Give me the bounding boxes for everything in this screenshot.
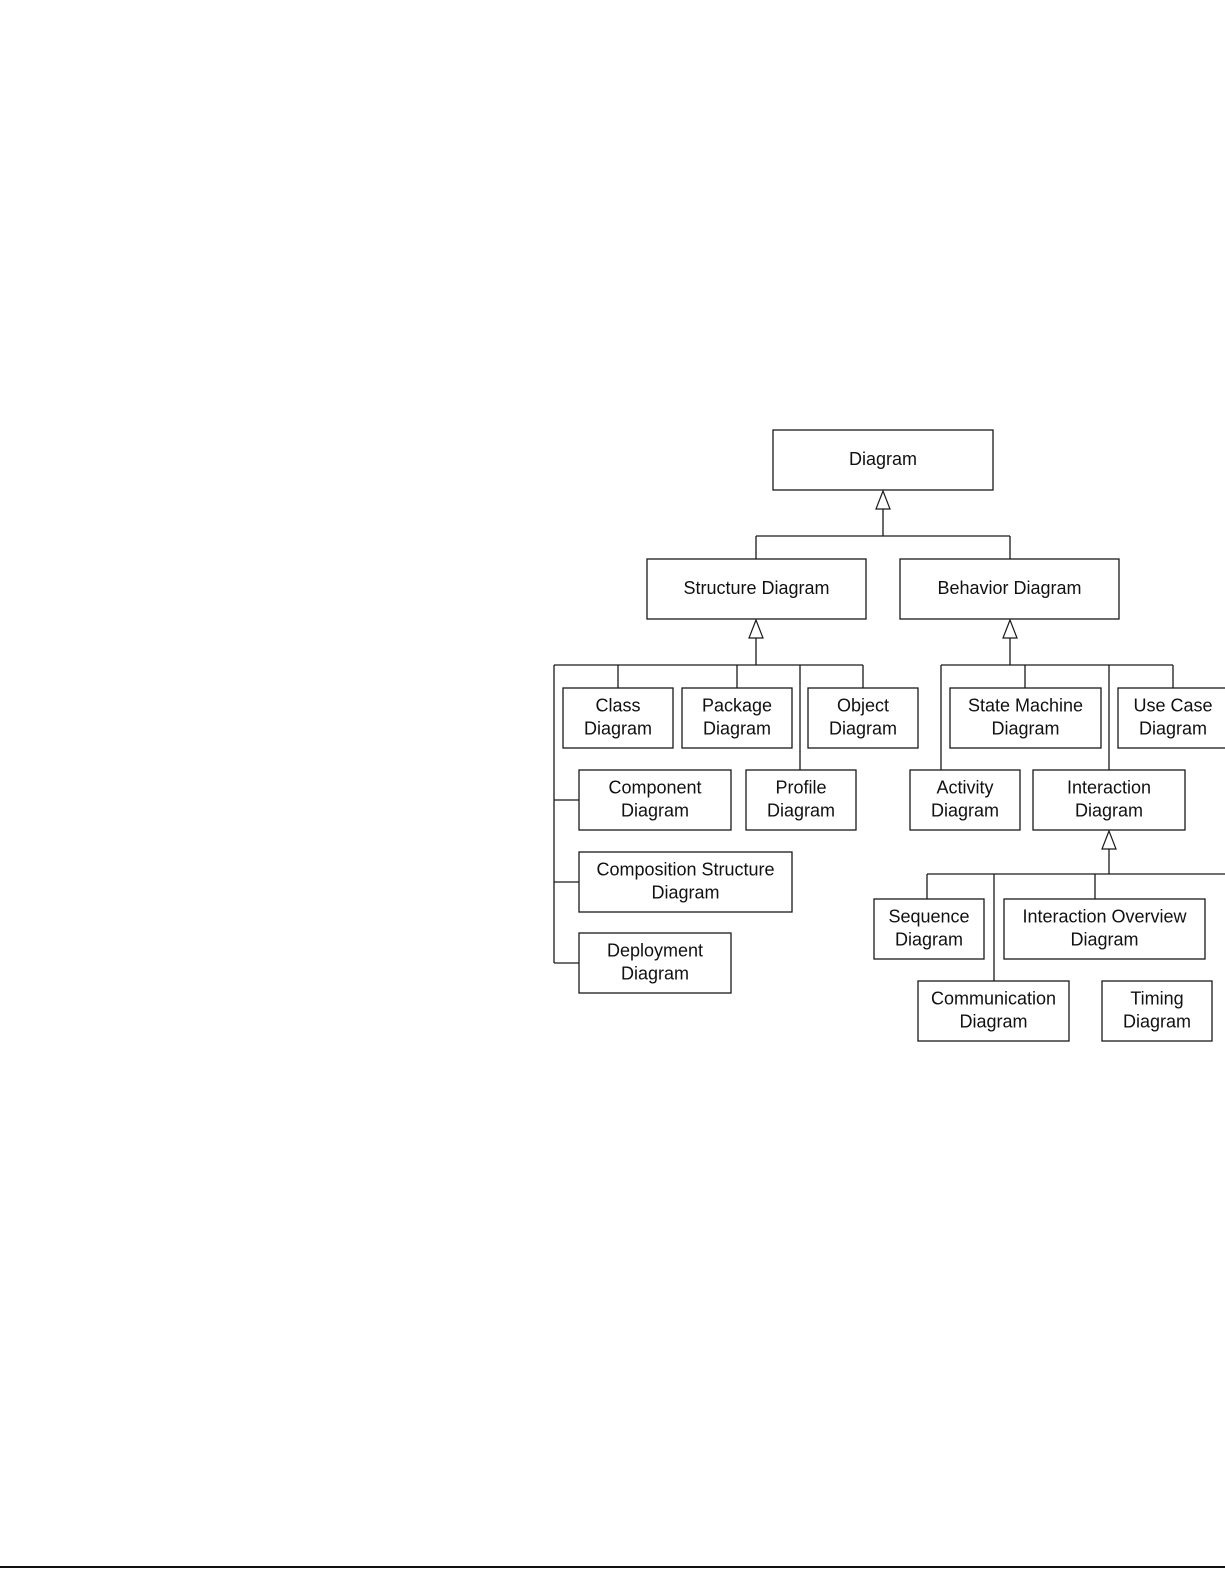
node-label: Interaction xyxy=(1067,777,1151,797)
node-label: Sequence xyxy=(888,906,969,926)
node-box xyxy=(1101,980,1213,1042)
node-label: Diagram xyxy=(895,929,963,949)
node-label: Communication xyxy=(931,988,1056,1008)
node-label: Class xyxy=(595,695,640,715)
node-label: Diagram xyxy=(1123,1011,1191,1031)
node-label: Profile xyxy=(775,777,826,797)
node-label: Use Case xyxy=(1133,695,1212,715)
node-label: Composition Structure xyxy=(596,859,774,879)
node-label: Diagram xyxy=(621,963,689,983)
generalization-arrow-interaction xyxy=(1101,829,1117,850)
node-label: Package xyxy=(702,695,772,715)
generalization-arrow-behavior xyxy=(1002,618,1018,639)
generalization-interaction-connector xyxy=(926,848,1225,981)
node-box xyxy=(578,769,732,831)
node-box xyxy=(745,769,857,831)
node-label: Interaction Overview xyxy=(1022,906,1187,926)
node-label: Deployment xyxy=(607,940,703,960)
node-label: Diagram xyxy=(703,718,771,738)
node-label: State Machine xyxy=(968,695,1083,715)
node-label: Diagram xyxy=(1070,929,1138,949)
node-structure: Structure Diagram xyxy=(646,558,867,620)
node-label: Diagram xyxy=(1075,800,1143,820)
node-label: Diagram xyxy=(1139,718,1207,738)
connector-lines xyxy=(553,489,1225,981)
node-label: Diagram xyxy=(584,718,652,738)
node-label: Object xyxy=(837,695,889,715)
node-diagram: Diagram xyxy=(772,429,994,491)
generalization-top-connector xyxy=(755,508,1011,559)
node-box xyxy=(562,687,674,749)
generalization-arrow-diagram xyxy=(875,489,891,510)
node-label: Diagram xyxy=(991,718,1059,738)
node-label: Behavior Diagram xyxy=(937,578,1081,598)
node-box xyxy=(578,851,793,913)
node-box xyxy=(1032,769,1186,831)
node-label: Diagram xyxy=(829,718,897,738)
node-box xyxy=(949,687,1102,749)
node-label: Structure Diagram xyxy=(683,578,829,598)
generalization-structure-connector xyxy=(553,637,864,964)
node-label: Diagram xyxy=(849,449,917,469)
node-label: Timing xyxy=(1130,988,1183,1008)
node-label: Component xyxy=(608,777,701,797)
node-box xyxy=(899,558,1120,620)
node-box xyxy=(578,932,732,994)
node-box xyxy=(917,980,1070,1042)
node-box xyxy=(772,429,994,491)
node-box xyxy=(873,898,985,960)
node-box xyxy=(1117,687,1225,749)
node-behavior: Behavior Diagram xyxy=(899,558,1120,620)
node-label: Diagram xyxy=(931,800,999,820)
node-box xyxy=(646,558,867,620)
node-label: Diagram xyxy=(959,1011,1027,1031)
generalization-arrow-structure xyxy=(748,618,764,639)
node-label: Activity xyxy=(936,777,993,797)
node-box xyxy=(909,769,1021,831)
node-box xyxy=(807,687,919,749)
node-label: Diagram xyxy=(651,882,719,902)
node-box xyxy=(1003,898,1206,960)
node-label: Diagram xyxy=(767,800,835,820)
node-label: Diagram xyxy=(621,800,689,820)
generalization-behavior-connector xyxy=(940,637,1174,770)
node-box xyxy=(681,687,793,749)
bottom-rule xyxy=(0,1566,1225,1568)
